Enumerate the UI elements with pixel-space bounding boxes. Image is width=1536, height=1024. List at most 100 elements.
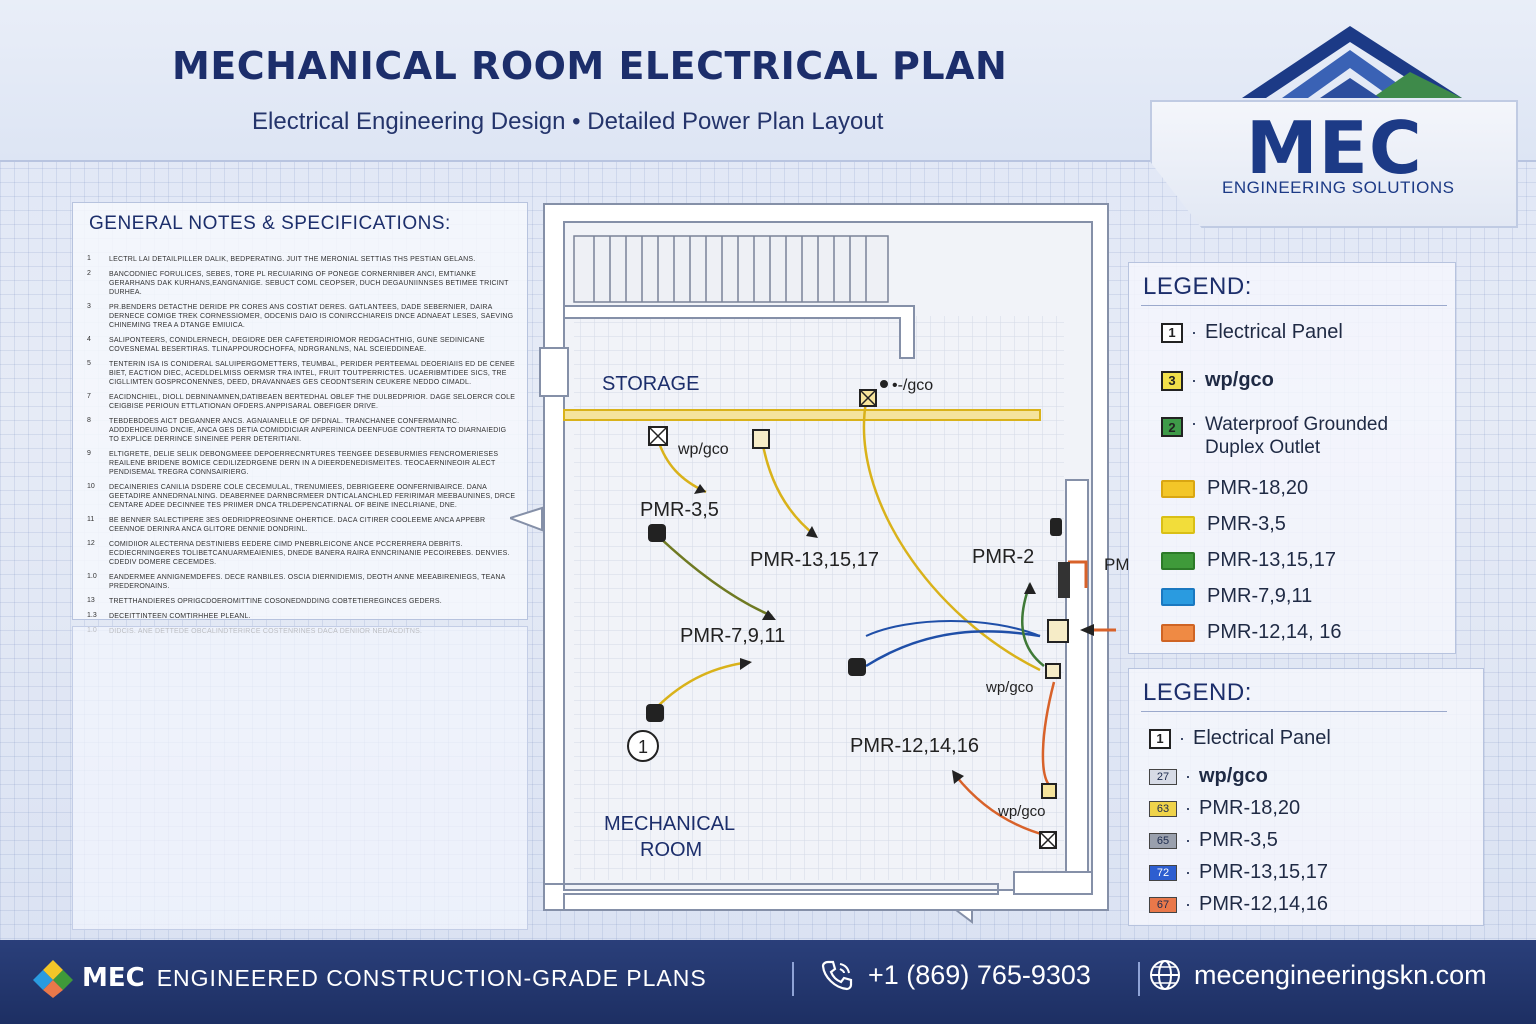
legend-1-symbol-3: 2 — [1161, 417, 1183, 437]
legend-2-symbol-4: 65 — [1149, 832, 1177, 849]
stairs — [573, 235, 889, 303]
legend-2-label-2: wp/gco — [1199, 765, 1268, 787]
legend-1-label-7: PMR-7,9,11 — [1207, 585, 1313, 607]
outlet-wp-gco-2 — [1045, 663, 1061, 679]
note-number: 3 — [87, 303, 91, 310]
legend-1-label-6: PMR-13,15,17 — [1207, 549, 1336, 571]
legend-1-item-pmr-7-9-11: PMR-7,9,11 — [1161, 585, 1312, 608]
footer-brand: MEC — [82, 963, 145, 993]
gco-top-dot — [880, 380, 888, 388]
panel-marker — [627, 730, 659, 762]
legend-2-symbol-1: 1 — [1149, 728, 1171, 749]
footer-phone-group[interactable]: +1 (869) 765-9303 — [820, 958, 1091, 992]
page-title: MECHANICAL ROOM ELECTRICAL PLAN — [172, 44, 1008, 88]
footer-phone[interactable]: +1 (869) 765-9303 — [868, 959, 1091, 990]
note-text: BANCODNIEC FORULICES, SEBES, TORE PL REC… — [109, 271, 509, 296]
note-text: ELTIGRETE, DELIE SELIK DEBONGMEEE DEPOER… — [109, 451, 499, 476]
note-item: 11 BE BENNER SALECTIPERE 3ES OEDRIDPREOSI… — [87, 516, 517, 534]
floor-plan: STORAGE MECHANICAL ROOM •-/gco wp/gco PM… — [506, 196, 1142, 928]
label-gco-top: •-/gco — [892, 377, 933, 394]
label-pmr: PMR — [1104, 555, 1130, 574]
footer-tagline: ENGINEERED CONSTRUCTION-GRADE PLANS — [156, 964, 707, 991]
circuit-gco-top — [862, 401, 1041, 672]
arrow-pmr-13 — [806, 526, 818, 538]
legend-1-label-8: PMR-12,14, 16 — [1207, 621, 1342, 643]
receptacle-right-2 — [1058, 562, 1070, 598]
legend-1-item-pmr-18-20: PMR-18,20 — [1161, 477, 1308, 500]
legend-panel-1: LEGEND: 1 · Electrical Panel 3 · wp/gco … — [1128, 262, 1456, 654]
bottom-wall — [544, 883, 999, 910]
arrow-pmr-2 — [1024, 582, 1036, 594]
note-text: DECAINERIES CANILIA DSDERE COLE CECEMULA… — [109, 484, 516, 509]
storage-partition-wall — [563, 305, 915, 359]
note-number: 4 — [87, 336, 91, 343]
legend-2-item-pmr-12-14-16: 67 · PMR-12,14,16 — [1149, 893, 1328, 916]
outlet-storage-2 — [752, 429, 770, 449]
legend-2-item-wp-gco: 27 · wp/gco — [1149, 765, 1268, 788]
legend-2-symbol-2: 27 — [1149, 768, 1177, 785]
legend-1-label-5: PMR-3,5 — [1207, 513, 1286, 535]
note-number: 1.3 — [87, 612, 97, 619]
note-number: 12 — [87, 540, 95, 547]
label-pmr-2: PMR-2 — [972, 546, 1034, 568]
legend-2-symbol-3: 63 — [1149, 800, 1177, 817]
phone-icon — [821, 960, 853, 991]
note-text: TEBDEBDOES AICT DEGANNER ANCS. AGNAIANEL… — [109, 418, 507, 443]
footer-website[interactable]: mecengineeringskn.com — [1194, 959, 1487, 990]
receptacle-panel — [646, 704, 664, 722]
note-text: SALIPONTEERS, CONIDLERNECH, DEGIDRE DER … — [109, 337, 485, 353]
legend-1-label-2: wp/gco — [1205, 369, 1274, 391]
legend-1-item-pmr-12-14-16: PMR-12,14, 16 — [1161, 621, 1342, 644]
electrical-panel-right — [1047, 619, 1069, 643]
globe-icon — [1150, 960, 1180, 990]
label-wp-gco-2: wp/gco — [985, 679, 1034, 696]
legend-1-divider — [1141, 305, 1447, 306]
note-text: COMIDIIOR ALECTERNA DESTINIEBS EEDERE CI… — [109, 541, 510, 566]
receptacle-right-1 — [1050, 518, 1062, 536]
legend-2-label-5: PMR-13,15,17 — [1199, 861, 1328, 883]
footer-divider-1 — [792, 962, 794, 996]
note-number: 5 — [87, 360, 91, 367]
legend-1-label-3a: Waterproof Grounded — [1205, 414, 1389, 435]
footer: MEC ENGINEERED CONSTRUCTION-GRADE PLANS … — [0, 940, 1536, 1024]
legend-1-label-3b: Duplex Outlet — [1205, 437, 1321, 458]
legend-2-label-3: PMR-18,20 — [1199, 797, 1301, 819]
note-text: BE BENNER SALECTIPERE 3ES OEDRIDPREOSINN… — [109, 517, 486, 533]
circuit-orange-top — [1068, 560, 1088, 588]
legend-1-swatch-pmr-3-5 — [1161, 515, 1195, 534]
label-pmr-3-5: PMR-3,5 — [640, 499, 719, 521]
legend-1-swatch-pmr-18-20 — [1161, 479, 1195, 498]
legend-1-label-4: PMR-18,20 — [1207, 477, 1309, 499]
arrow-pmr — [1080, 624, 1094, 636]
footer-website-group[interactable]: mecengineeringskn.com — [1148, 958, 1487, 992]
circuit-orange-1 — [1041, 681, 1056, 787]
legend-1-symbol-1: 1 — [1161, 322, 1183, 343]
legend-1-item-electrical-panel: 1 · Electrical Panel — [1161, 321, 1343, 344]
note-number: 2 — [87, 270, 91, 277]
legend-1-item-waterproof-outlet: 2 · Waterproof Grounded Duplex Outlet — [1161, 413, 1388, 459]
page-subtitle: Electrical Engineering Design • Detailed… — [252, 108, 884, 135]
note-number: 11 — [87, 516, 95, 523]
note-item: 12 COMIDIIOR ALECTERNA DESTINIEBS EEDERE … — [87, 540, 517, 567]
legend-1-swatch-pmr-7-9-11 — [1161, 587, 1195, 606]
legend-2-item-pmr-13-15-17: 72 · PMR-13,15,17 — [1149, 861, 1328, 884]
plan-callout-pointer — [506, 506, 543, 532]
legend-2-label-1: Electrical Panel — [1193, 727, 1331, 749]
legend-panel-2: LEGEND: 1 · Electrical Panel 27 · wp/gco… — [1128, 668, 1484, 926]
legend-1-item-wp-gco: 3 · wp/gco — [1161, 369, 1274, 392]
outlet-wp-gco-3 — [1041, 783, 1057, 799]
note-item: 5 TENTERIN ISA IS CONIDERAL SALUIPERGOMET… — [87, 360, 517, 387]
legend-2-symbol-5: 72 — [1149, 864, 1177, 881]
label-wp-gco-3: wp/gco — [997, 803, 1046, 820]
note-text: TENTERIN ISA IS CONIDERAL SALUIPERGOMETT… — [109, 361, 515, 386]
